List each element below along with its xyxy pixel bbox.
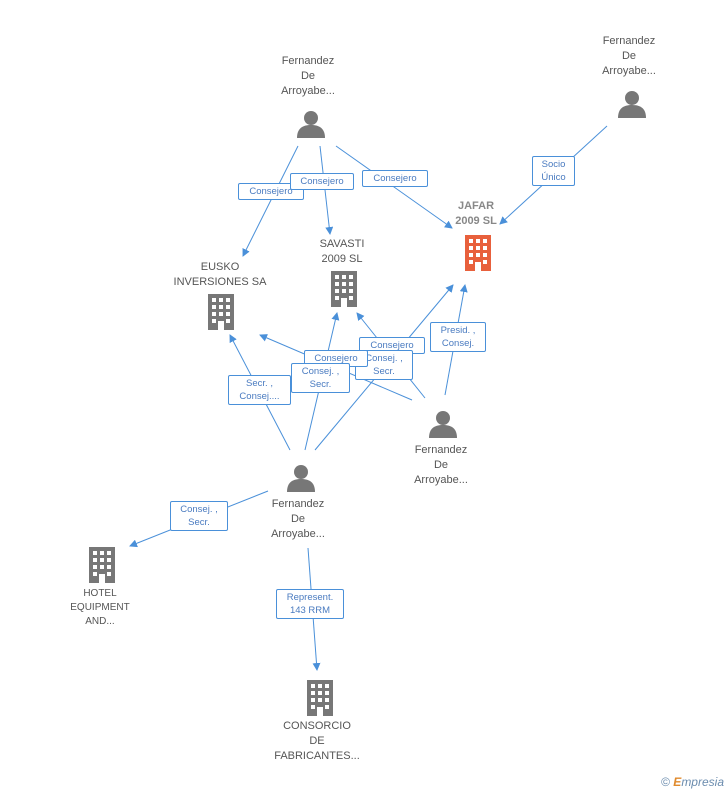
consorcio-label: CONSORCIO DE FABRICANTES...: [274, 720, 360, 762]
person-icon[interactable]: [296, 110, 326, 138]
person-center-label: Fernandez De Arroyabe...: [271, 498, 325, 540]
edge-top-to-savasti: [319, 145, 334, 235]
edge-label-consejero[interactable]: Consejero: [362, 170, 428, 187]
person-topright-label: Fernandez De Arroyabe...: [602, 35, 656, 77]
person-icon[interactable]: [428, 410, 458, 438]
edge-label-presid-consej[interactable]: Presid. , Consej.: [430, 322, 486, 352]
person-top-label: Fernandez De Arroyabe...: [281, 55, 335, 97]
person-icon[interactable]: [286, 464, 316, 492]
edge-label-consejero[interactable]: Consejero: [290, 173, 354, 190]
savasti-label: SAVASTI 2009 SL: [319, 238, 365, 265]
edge-top-to-eusko: [242, 145, 299, 257]
edge-label-consej-secr[interactable]: Consej. , Secr.: [291, 363, 350, 393]
building-icon[interactable]: [205, 294, 237, 330]
building-icon[interactable]: [328, 271, 360, 307]
edge-top-to-jafar: [335, 145, 453, 229]
edge-label-represent[interactable]: Represent. 143 RRM: [276, 589, 344, 619]
eusko-label: EUSKO INVERSIONES SA: [173, 261, 267, 288]
building-icon[interactable]: [86, 547, 118, 583]
building-icon[interactable]: [304, 680, 336, 716]
hotel-label: HOTEL EQUIPMENT AND...: [70, 588, 130, 627]
brand-logo-text: mpresia: [681, 775, 724, 789]
edge-label-secr-consej[interactable]: Secr. , Consej....: [228, 375, 291, 405]
edge-label-consej-secr[interactable]: Consej. , Secr.: [170, 501, 228, 531]
person-right-label: Fernandez De Arroyabe...: [414, 444, 468, 486]
empresia-footer[interactable]: © Empresia: [661, 775, 724, 789]
copyright-symbol: ©: [661, 775, 670, 789]
brand-logo-e: E: [673, 775, 682, 789]
edge-label-consejero[interactable]: Consejero: [238, 183, 304, 200]
person-icon[interactable]: [617, 90, 647, 118]
jafar-label: JAFAR 2009 SL: [455, 200, 497, 227]
edge-label-socio-unico[interactable]: Socio Único: [532, 156, 575, 186]
building-icon[interactable]: [462, 235, 494, 271]
